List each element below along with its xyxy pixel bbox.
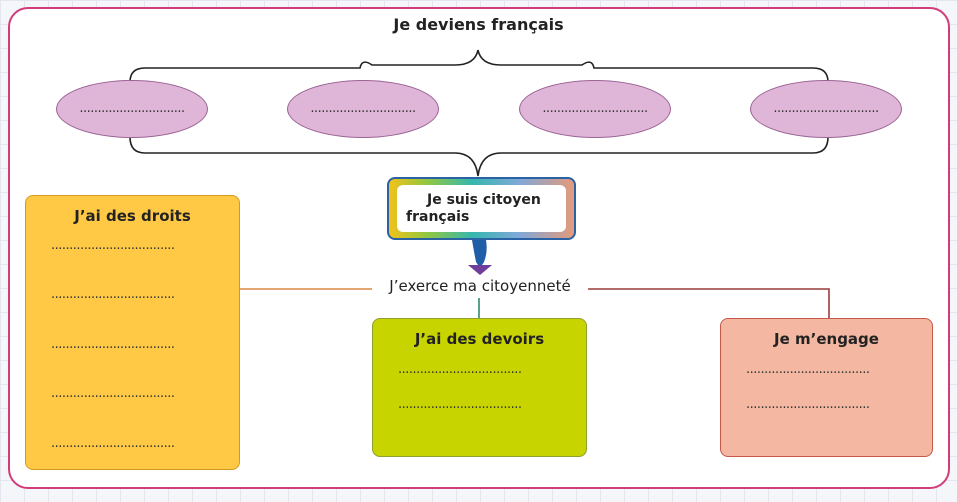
- arrow-head-icon: [468, 265, 492, 275]
- droits-blank-4: ..................................: [51, 386, 175, 401]
- connector-engage: [588, 288, 830, 318]
- droits-blank-1: ..................................: [51, 238, 175, 253]
- devoirs-title: J’ai des devoirs: [414, 330, 545, 348]
- blank-line: .............................: [310, 100, 416, 116]
- citizen-label-line1: Je suis citoyen: [427, 192, 541, 208]
- blank-line: .............................: [773, 100, 879, 116]
- engage-blank-1: ..................................: [746, 362, 870, 377]
- top-brace: [129, 49, 829, 83]
- diagram-title: Je deviens français: [393, 15, 564, 34]
- engage-title: Je m’engage: [774, 330, 879, 348]
- ellipse-blank-4: .............................: [750, 80, 902, 138]
- devoirs-box: J’ai des devoirs .......................…: [372, 318, 587, 457]
- engage-blank-2: ..................................: [746, 397, 870, 412]
- droits-blank-5: ..................................: [51, 436, 175, 451]
- blank-line: .............................: [79, 100, 185, 116]
- ellipse-blank-2: .............................: [287, 80, 439, 138]
- droits-blank-3: ..................................: [51, 337, 175, 352]
- citizen-box: Je suis citoyen français: [387, 177, 576, 240]
- ellipse-blank-3: .............................: [519, 80, 671, 138]
- droits-title: J’ai des droits: [74, 207, 191, 225]
- droits-box: J’ai des droits ........................…: [25, 195, 240, 470]
- ellipse-blank-1: .............................: [56, 80, 208, 138]
- devoirs-blank-1: ..................................: [398, 362, 522, 377]
- citizen-label-line2: français: [406, 209, 470, 225]
- blank-line: .............................: [542, 100, 648, 116]
- droits-blank-2: ..................................: [51, 287, 175, 302]
- devoirs-blank-2: ..................................: [398, 397, 522, 412]
- engage-box: Je m’engage ............................…: [720, 318, 933, 457]
- hub-label: J’exerce ma citoyenneté: [372, 277, 588, 295]
- down-arrow-icon: [472, 240, 487, 268]
- citizen-box-inner: Je suis citoyen français: [397, 185, 566, 232]
- bottom-brace: [129, 136, 829, 177]
